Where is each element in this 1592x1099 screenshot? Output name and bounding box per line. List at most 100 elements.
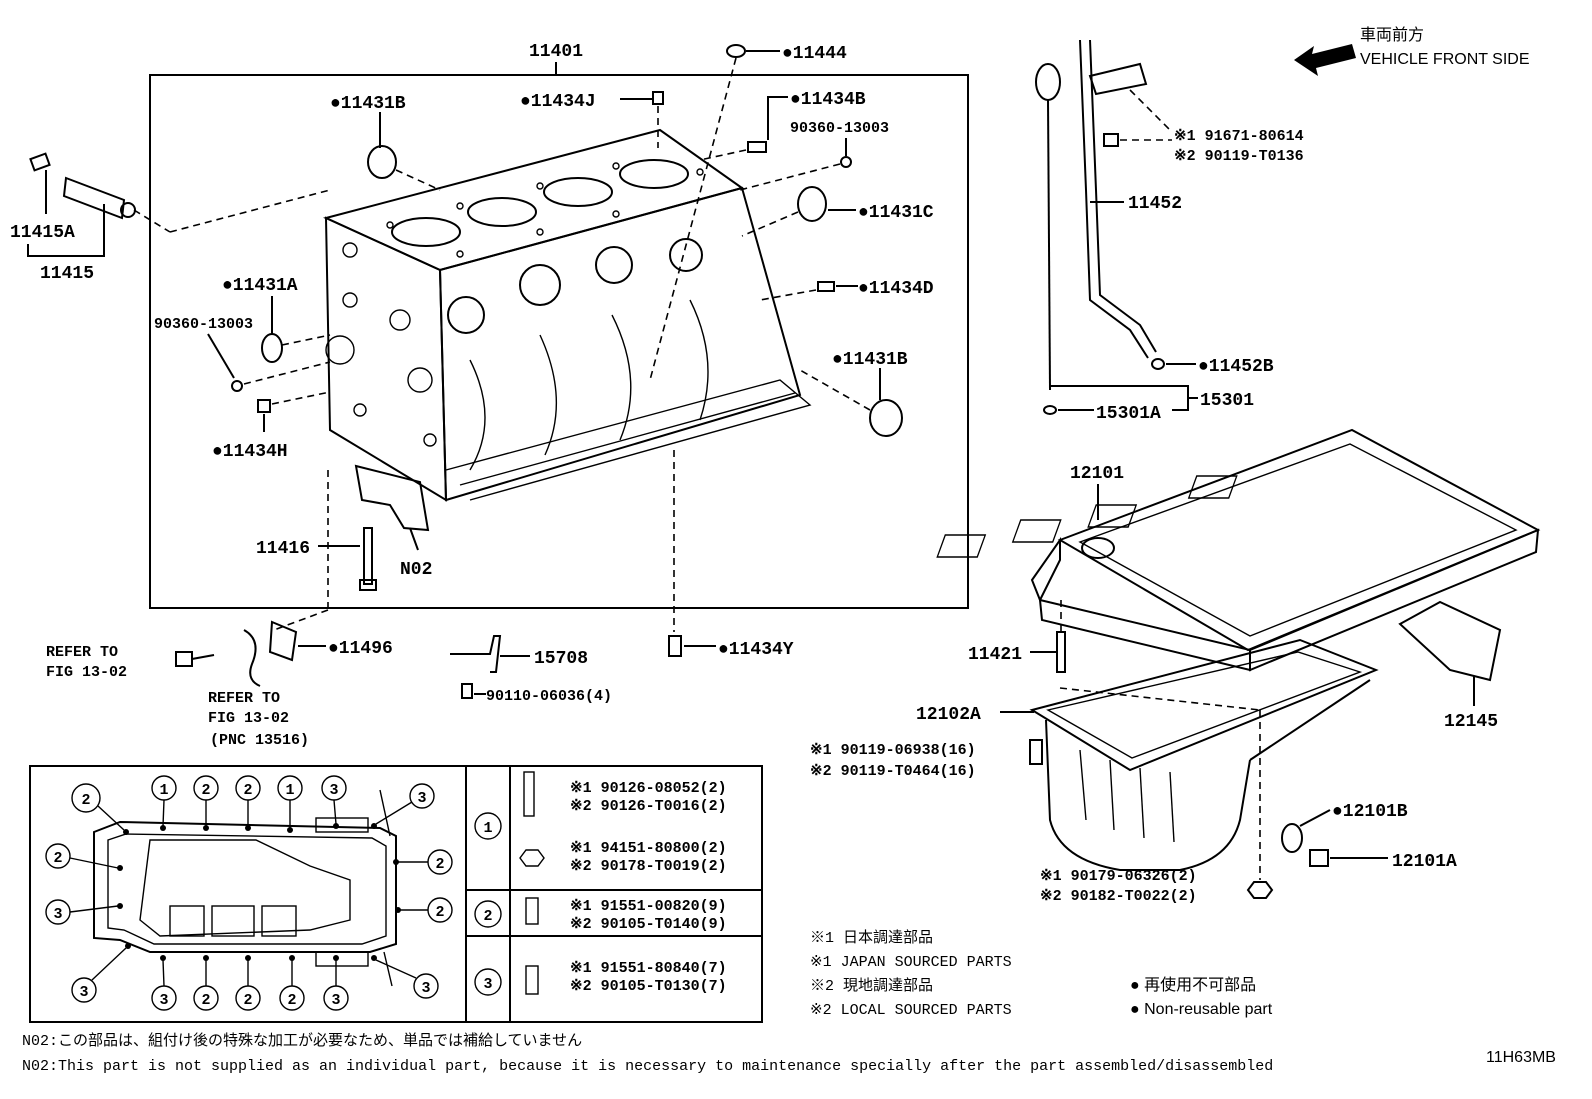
label-90360-top[interactable]: 90360-13003 [790,120,889,137]
legend-nonreusable-en: ● Non-reusable part [1130,1001,1273,1018]
svg-text:2: 2 [81,792,90,809]
vehicle-front-arrow [1294,44,1356,76]
label-11421[interactable]: 11421 [968,645,1022,665]
table-2-jp[interactable]: ※1 91551-00820(9) [570,898,727,915]
label-11434Y[interactable]: ●11434Y [718,640,794,660]
table-3-jp[interactable]: ※1 91551-80840(7) [570,960,727,977]
label-11416[interactable]: 11416 [256,539,310,559]
label-11415A[interactable]: 11415A [10,223,75,243]
table-1a-local[interactable]: ※2 90126-T0016(2) [570,798,727,815]
baffle-12145 [1398,600,1502,682]
label-11431C[interactable]: ●11431C [858,203,934,223]
label-11434H[interactable]: ●11434H [212,442,288,462]
svg-text:2: 2 [53,850,62,867]
label-12102A[interactable]: 12102A [916,705,981,725]
stud-11421 [1056,631,1066,673]
ring-90360-left [231,380,243,392]
label-11431B-right[interactable]: ●11431B [832,350,908,370]
refer-to-2c[interactable]: (PNC 13516) [210,732,309,749]
table-marker-2 [474,900,502,928]
pan-bolt-holes [117,823,401,961]
gasket-12101B [1281,823,1303,853]
svg-text:3: 3 [331,992,340,1009]
legend-local-jp: ※2 現地調達部品 [810,977,933,995]
svg-text:3: 3 [417,790,426,807]
plate-11496 [268,620,298,662]
label-11415[interactable]: 11415 [40,264,94,284]
legend-japan-jp: ※1 日本調達部品 [810,929,933,947]
svg-text:2: 2 [201,992,210,1009]
label-90119-T0136[interactable]: ※2 90119-T0136 [1174,148,1304,165]
label-12101A[interactable]: 12101A [1392,852,1457,872]
plug-11434J [652,91,664,105]
label-11434D[interactable]: ●11434D [858,279,934,299]
label-90119-06938[interactable]: ※1 90119-06938(16) [810,742,976,759]
label-12145[interactable]: 12145 [1444,712,1498,732]
label-11444[interactable]: ●11444 [782,44,847,64]
direction-jp: 車両前方 [1360,26,1424,44]
stud-11416 [363,527,373,585]
block-frame [149,74,969,609]
label-11434J[interactable]: ●11434J [520,92,596,112]
label-12101[interactable]: 12101 [1070,464,1124,484]
svg-text:2: 2 [435,856,444,873]
label-90119-T0464[interactable]: ※2 90119-T0464(16) [810,763,976,780]
svg-text:2: 2 [435,904,444,921]
refer-to-1b[interactable]: FIG 13-02 [46,664,127,681]
refer-to-1a[interactable]: REFER TO [46,644,118,661]
label-11401[interactable]: 11401 [529,42,583,62]
label-11434B[interactable]: ●11434B [790,90,866,110]
label-15301[interactable]: 15301 [1200,391,1254,411]
svg-text:2: 2 [243,782,252,799]
plug-11431A [261,333,283,363]
label-15708[interactable]: 15708 [534,649,588,669]
table-1a-jp[interactable]: ※1 90126-08052(2) [570,780,727,797]
seal-11431B-right [869,399,903,437]
svg-text:2: 2 [243,992,252,1009]
table-3-local[interactable]: ※2 90105-T0130(7) [570,978,727,995]
label-12101B[interactable]: ●12101B [1332,802,1408,822]
oil-pan-no1-12101 [936,428,1541,672]
label-91671[interactable]: ※1 91671-80614 [1174,128,1304,145]
plug-11434B [747,141,767,153]
label-11452[interactable]: 11452 [1128,194,1182,214]
note-n02-jp: N02:この部品は、組付け後の特殊な加工が必要なため、単品では補給していません [22,1032,582,1050]
table-1b-jp[interactable]: ※1 94151-80800(2) [570,840,727,857]
bolt-icon [525,965,539,995]
label-90110[interactable]: 90110-06036(4) [486,688,612,705]
label-11452B[interactable]: ●11452B [1198,357,1274,377]
svg-text:3: 3 [79,984,88,1001]
oil-pan-top-view [93,789,397,987]
legend-nonreusable-jp: ● 再使用不可部品 [1130,976,1256,994]
refer-to-2a[interactable]: REFER TO [208,690,280,707]
nut-icon [519,849,545,867]
legend-japan-en: ※1 JAPAN SOURCED PARTS [810,954,1012,971]
label-15301A[interactable]: 15301A [1096,404,1161,424]
label-N02[interactable]: N02 [400,560,432,580]
wire-bracket [243,629,261,687]
svg-text:3: 3 [483,976,492,993]
tube-15708 [450,635,502,673]
label-90179[interactable]: ※1 90179-06326(2) [1040,868,1197,885]
svg-text:1: 1 [159,782,168,799]
table-2-local[interactable]: ※2 90105-T0140(9) [570,916,727,933]
svg-text:2: 2 [201,782,210,799]
bolt-icon [525,897,539,925]
plug-11431C [797,186,827,222]
bolt-90119-06938 [1029,739,1043,765]
direction-en: VEHICLE FRONT SIDE [1360,51,1530,68]
bolt-91671 [1103,133,1119,147]
label-11431A[interactable]: ●11431A [222,276,298,296]
label-90182[interactable]: ※2 90182-T0022(2) [1040,888,1197,905]
plug-12101A [1309,849,1329,867]
table-1b-local[interactable]: ※2 90178-T0019(2) [570,858,727,875]
bolt-90110 [461,683,473,699]
svg-text:1: 1 [285,782,294,799]
plug-11434H [257,399,271,413]
refer-to-2b[interactable]: FIG 13-02 [208,710,289,727]
label-11496[interactable]: ●11496 [328,639,393,659]
stud-icon [523,771,535,817]
label-90360-left[interactable]: 90360-13003 [154,316,253,333]
label-11431B-top[interactable]: ●11431B [330,94,406,114]
